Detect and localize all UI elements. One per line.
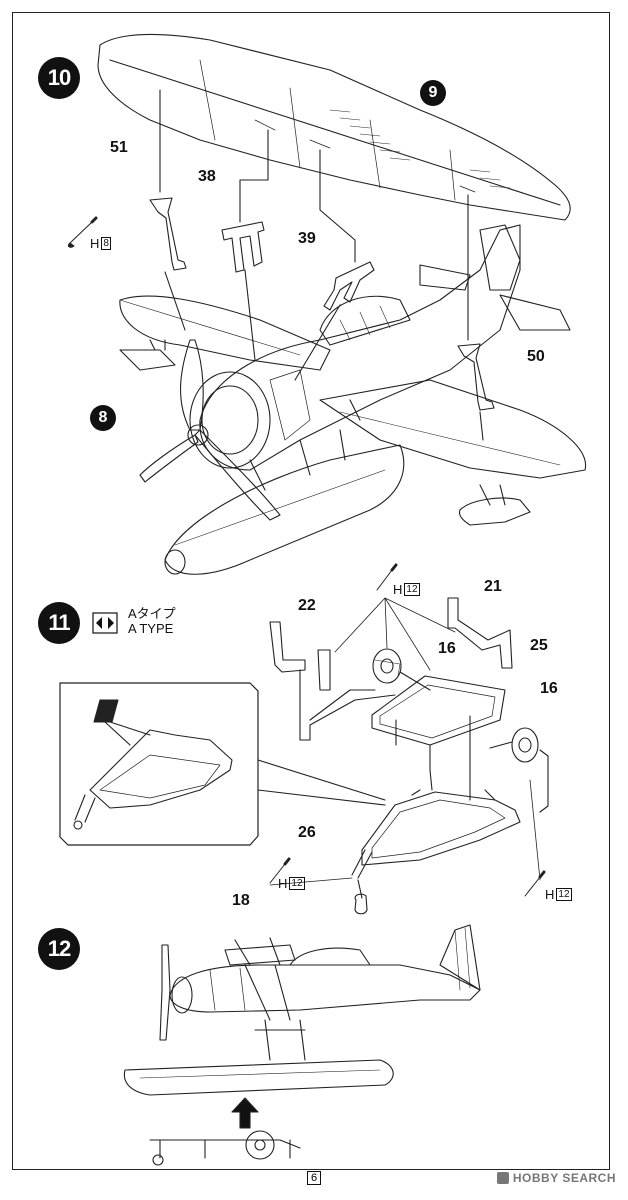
- part-number-26: 26: [298, 824, 316, 841]
- main-aircraft-drawing: [119, 224, 587, 575]
- part-number-16-left: 16: [438, 640, 456, 657]
- part-number-8: 8: [90, 405, 116, 431]
- paint-callout-h12-top: H 12: [393, 582, 420, 597]
- type-a-label-en: A TYPE: [128, 621, 174, 636]
- part-number-18: 18: [232, 892, 250, 909]
- part-number-25: 25: [530, 637, 548, 654]
- paint-code-box: 12: [404, 583, 420, 596]
- step-number-11: 11: [38, 602, 80, 644]
- part-number-38: 38: [198, 168, 216, 185]
- side-view-drawing: [123, 924, 481, 1166]
- upper-wing-drawing: [97, 33, 571, 221]
- strut-parts-drawing: [149, 89, 495, 441]
- paint-code-box: 12: [289, 877, 305, 890]
- paint-code-box: 8: [101, 237, 111, 250]
- part-number-16-right: 16: [540, 680, 558, 697]
- paint-letter: H: [393, 582, 403, 597]
- part-number-21: 21: [484, 578, 502, 595]
- brush-marks: [67, 216, 546, 897]
- type-a-label-jp: Aタイプ: [128, 606, 176, 621]
- page-number: 6: [307, 1171, 322, 1185]
- part-number-39: 39: [298, 230, 316, 247]
- paint-callout-h12-left: H 12: [278, 876, 305, 891]
- part-number-50: 50: [527, 348, 545, 365]
- part-number-22: 22: [298, 597, 316, 614]
- page-frame: [12, 12, 610, 1170]
- watermark-text: HOBBY SEARCH: [512, 1171, 616, 1185]
- part-number-51: 51: [110, 139, 128, 156]
- paint-code-box: 12: [556, 888, 572, 901]
- beaching-cart-drawing: [59, 597, 549, 915]
- hobby-search-logo-icon: [496, 1172, 509, 1184]
- step-number-10: 10: [38, 57, 80, 99]
- paint-callout-h12-right: H 12: [545, 887, 572, 902]
- step-number-12: 12: [38, 928, 80, 970]
- paint-letter: H: [278, 876, 288, 891]
- paint-letter: H: [90, 236, 100, 251]
- type-a-label: Aタイプ A TYPE: [128, 606, 176, 636]
- type-a-icon: [92, 612, 118, 634]
- part-number-9: 9: [420, 80, 446, 106]
- paint-callout-h8: H 8: [90, 236, 111, 251]
- paint-letter: H: [545, 887, 555, 902]
- watermark: HOBBY SEARCH: [496, 1171, 616, 1185]
